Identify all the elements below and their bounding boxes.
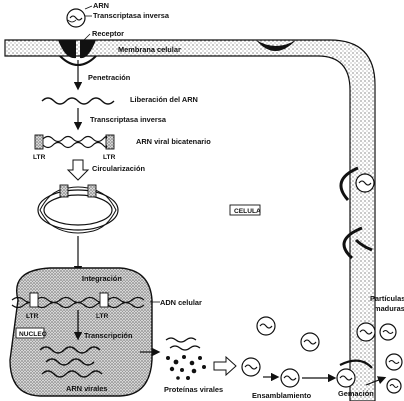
assembly-virion-3 [257, 317, 275, 335]
label-particulas-2: maduras [374, 304, 404, 313]
label-circularizacion: Circularización [92, 164, 145, 173]
label-particulas-1: Partículas [370, 294, 404, 303]
label-ltr-right: LTR [103, 154, 116, 161]
arrow-circularizacion [68, 160, 88, 180]
released-rna-strand [42, 98, 114, 104]
mature-particle-2 [386, 354, 402, 370]
label-penetracion: Penetración [88, 73, 131, 82]
label-liberacion: Liberación del ARN [130, 95, 198, 104]
label-gemacion: Gemación [338, 389, 374, 398]
viral-proteins [166, 338, 206, 380]
label-proteinas-virales: Proteínas virales [164, 385, 223, 394]
label-transcriptasa-top: Transcriptasa inversa [93, 11, 170, 20]
mature-particle-3 [387, 379, 401, 393]
label-arn: ARN [93, 1, 109, 10]
assembly-virion-4 [301, 333, 319, 351]
label-nucleo: NUCLEO [19, 331, 47, 338]
label-arn-bicatenario: ARN viral bicatenario [136, 137, 211, 146]
label-adn-celular: ADN celular [160, 298, 202, 307]
label-arn-virales: ARN virales [66, 384, 108, 393]
label-ltr-left: LTR [33, 154, 46, 161]
label-membrana: Membrana celular [118, 45, 181, 54]
virion-top [67, 9, 85, 27]
assembly-virion-1 [242, 358, 260, 376]
label-transcripcion: Transcripción [84, 331, 133, 340]
double-stranded-rna [35, 135, 114, 149]
label-receptor: Receptor [92, 29, 124, 38]
circular-dna [38, 185, 118, 233]
arrow-ensamblamiento [214, 357, 236, 375]
label-integracion: Integración [82, 274, 122, 283]
label-transcriptasa-mid: Transcriptasa inversa [90, 115, 167, 124]
label-ltr-nucleo-right: LTR [96, 313, 109, 320]
arn-pointer [85, 6, 92, 9]
label-ensamblamiento: Ensamblamiento [252, 391, 312, 400]
label-celula: CELULA [234, 208, 261, 215]
mature-particle-1 [380, 324, 396, 340]
assembly-virion-2 [281, 369, 299, 387]
label-ltr-nucleo-left: LTR [26, 313, 39, 320]
